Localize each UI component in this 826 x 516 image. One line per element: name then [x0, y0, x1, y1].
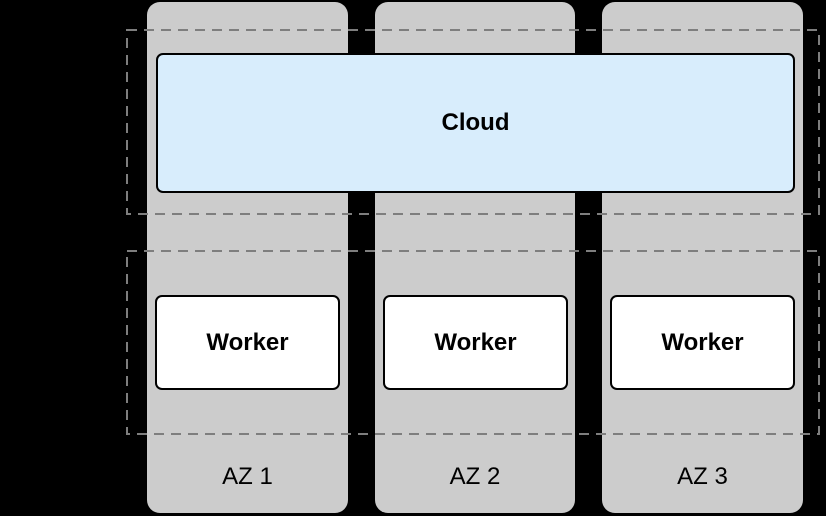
az-label-3: AZ 3 — [677, 463, 728, 490]
worker-box-1: Worker — [155, 295, 340, 390]
cloud-box: Cloud — [156, 53, 795, 193]
worker-label-2: Worker — [434, 328, 517, 356]
worker-label-3: Worker — [661, 328, 744, 356]
cloud-label: Cloud — [441, 109, 510, 136]
worker-label-1: Worker — [206, 328, 289, 356]
worker-tier-outline — [126, 250, 820, 435]
az-label-2: AZ 2 — [449, 463, 501, 490]
worker-box-2: Worker — [383, 295, 568, 390]
worker-box-3: Worker — [610, 295, 795, 390]
cloud-tier-outline — [126, 29, 820, 215]
az-label-1: AZ 1 — [222, 463, 273, 490]
